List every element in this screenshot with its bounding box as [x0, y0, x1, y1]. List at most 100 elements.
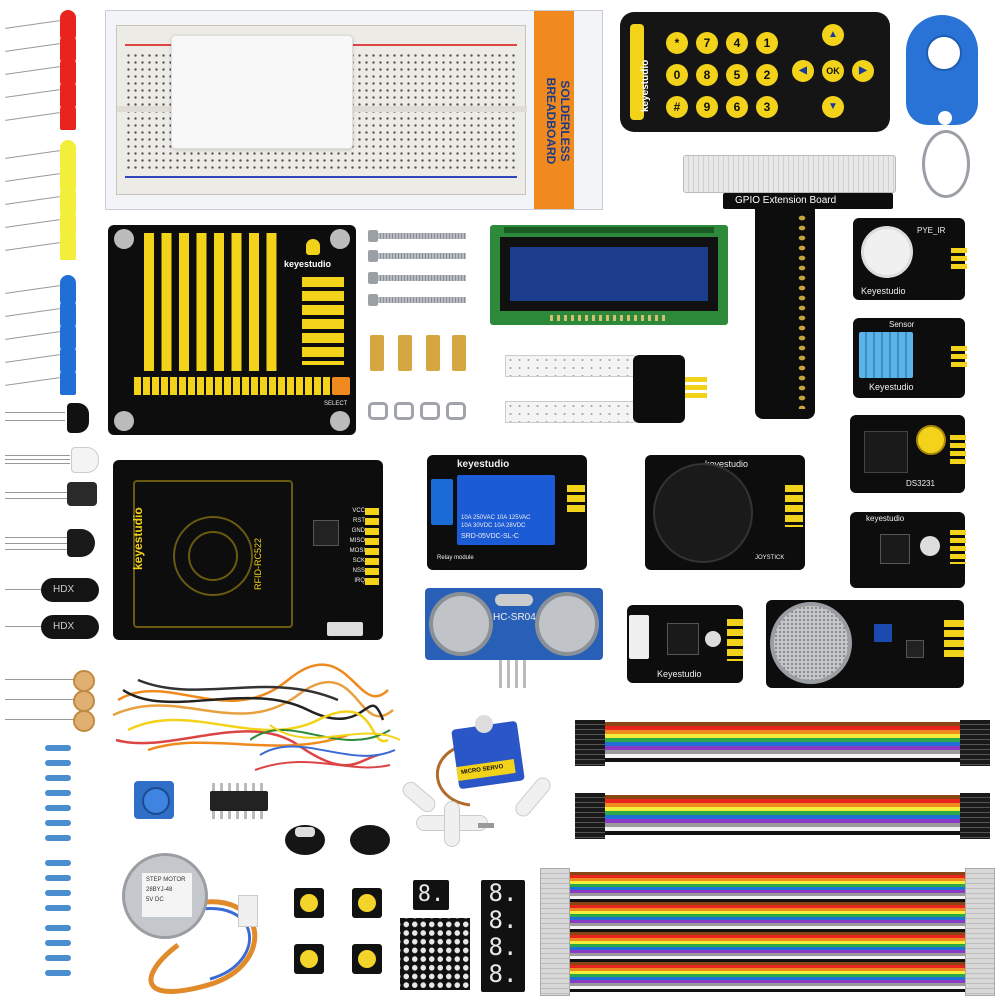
- led-yellow: [60, 140, 76, 168]
- pir-label: PYE_IR: [917, 226, 946, 235]
- push-button[interactable]: [352, 888, 382, 918]
- shield-right-pins: [302, 277, 344, 365]
- remote-key-3[interactable]: 3: [756, 96, 778, 118]
- push-button[interactable]: [352, 944, 382, 974]
- red-leds: [0, 5, 100, 135]
- potentiometer: [130, 775, 180, 825]
- stepper-line2: 28BYJ-48: [146, 887, 173, 893]
- brass-standoffs: [370, 335, 470, 373]
- shield-select-button[interactable]: [332, 377, 350, 395]
- keyestudio-module: Keyestudio: [627, 605, 743, 683]
- rfid-header: [365, 508, 379, 588]
- screws: [368, 230, 468, 310]
- rtc-ds3231-module: DS3231: [850, 415, 966, 493]
- rfid-antenna: [133, 480, 293, 628]
- led-yellow: [60, 232, 76, 260]
- rfid-model: RFID-RC522: [253, 537, 263, 590]
- led-red: [60, 33, 76, 61]
- sensor-module-keyestudio: keyestudio: [850, 512, 966, 588]
- shield-select-label: SELECT: [324, 401, 348, 407]
- joystick-brand: keyestudio: [705, 459, 749, 469]
- dot-matrix: [400, 918, 470, 990]
- remote-key-7[interactable]: 7: [696, 32, 718, 54]
- remote-key-4[interactable]: 4: [726, 32, 748, 54]
- relay-terminal: [431, 479, 453, 525]
- module-brand: Keyestudio: [657, 669, 702, 679]
- push-button[interactable]: [294, 888, 324, 918]
- rtc2-brand: keyestudio: [866, 514, 905, 523]
- push-buttons: [290, 880, 400, 990]
- key-ring-icon: [922, 130, 970, 198]
- hdx-label: HDX: [53, 621, 75, 632]
- shield-bottom-header: [134, 377, 330, 395]
- rf-waves-icon: [173, 516, 253, 596]
- dht-housing: [859, 332, 913, 378]
- seven-segment-quad: 8.8.8.8.: [481, 880, 525, 992]
- rfid-pin-labels: VCC RST GND MISO MOSI SCK NSS IRQ: [349, 508, 365, 584]
- yellow-leds: [0, 135, 100, 265]
- joystick-knob[interactable]: [653, 463, 753, 563]
- pir-brand: Keyestudio: [861, 286, 906, 296]
- remote-key-6[interactable]: 6: [726, 96, 748, 118]
- ultrasonic-transmitter: [429, 592, 493, 656]
- blue-leds: [0, 270, 100, 400]
- paper-card: [171, 35, 353, 149]
- remote-key-0[interactable]: 0: [666, 64, 688, 86]
- relay-brand: keyestudio: [457, 459, 510, 470]
- ultrasonic-sensor: HC-SR04: [425, 588, 603, 688]
- led-red: [60, 79, 76, 107]
- hex-nuts: [368, 402, 468, 424]
- remote-left-icon[interactable]: ◀: [792, 60, 814, 82]
- remote-key-star[interactable]: *: [666, 32, 688, 54]
- ir-remote: keyestudio * 0 # 7 8 9 4 5 6 1 2 3 ▲ ◀ O…: [620, 12, 890, 132]
- remote-key-8[interactable]: 8: [696, 64, 718, 86]
- lcd-1602-module: [490, 225, 728, 325]
- gas-sensor-mesh: [770, 602, 852, 684]
- joystick-label: JOYSTICK: [755, 555, 785, 561]
- remote-key-hash[interactable]: #: [666, 96, 688, 118]
- remote-down-icon[interactable]: ▼: [822, 96, 844, 118]
- ultrasonic-model: HC-SR04: [493, 612, 536, 623]
- servo-motor: MICRO SERVO: [425, 715, 525, 815]
- lcd-screen: [510, 247, 708, 301]
- ir-receiver: [5, 480, 100, 510]
- led-red: [60, 102, 76, 130]
- remote-brand: keyestudio: [640, 59, 651, 112]
- ir-sensor-hdx-1: HDX: [5, 573, 105, 607]
- joystick-module: keyestudio JOYSTICK: [645, 455, 805, 570]
- remote-key-5[interactable]: 5: [726, 64, 748, 86]
- dht-label: Sensor: [889, 320, 915, 329]
- stepper-motor: STEP MOTOR 28BYJ-48 5V DC: [118, 845, 278, 995]
- transistor: [5, 525, 100, 561]
- resistors: [5, 740, 105, 995]
- dht-brand: Keyestudio: [869, 382, 914, 392]
- shield-pin-columns: [144, 233, 284, 371]
- remote-key-1[interactable]: 1: [756, 32, 778, 54]
- push-button[interactable]: [294, 944, 324, 974]
- remote-key-9[interactable]: 9: [696, 96, 718, 118]
- rfid-rc522-module: keyestudio RFID-RC522 VCC RST GND MISO M…: [113, 460, 383, 640]
- led-yellow: [60, 209, 76, 237]
- remote-key-2[interactable]: 2: [756, 64, 778, 86]
- led-yellow: [60, 163, 76, 191]
- rfid-keyfob-tag: [902, 15, 992, 200]
- remote-up-icon[interactable]: ▲: [822, 24, 844, 46]
- led-yellow: [60, 186, 76, 214]
- led-blue: [60, 298, 76, 326]
- breadboard-label-1: SOLDERLESS: [558, 80, 572, 162]
- rtc-label: DS3231: [906, 479, 935, 488]
- stepper-line1: STEP MOTOR: [146, 877, 186, 883]
- relay-block: [457, 475, 555, 545]
- gpio-extension-board: GPIO Extension Board: [683, 155, 898, 420]
- sensor-shield-board: keyestudio SELECT: [108, 225, 356, 435]
- remote-ok-button[interactable]: OK: [822, 60, 844, 82]
- soil-moisture-sensor: [505, 355, 715, 425]
- ultrasonic-receiver: [535, 592, 599, 656]
- buzzer-active: [285, 825, 329, 859]
- remote-right-icon[interactable]: ▶: [852, 60, 874, 82]
- relay-module: keyestudio 10A 250VAC 10A 125VAC 10A 30V…: [427, 455, 587, 570]
- seven-segment-single: 8.: [413, 880, 449, 910]
- relay-rating-1: 10A 250VAC 10A 125VAC: [461, 515, 531, 521]
- rgb-led: [5, 445, 100, 475]
- led-blue: [60, 275, 76, 303]
